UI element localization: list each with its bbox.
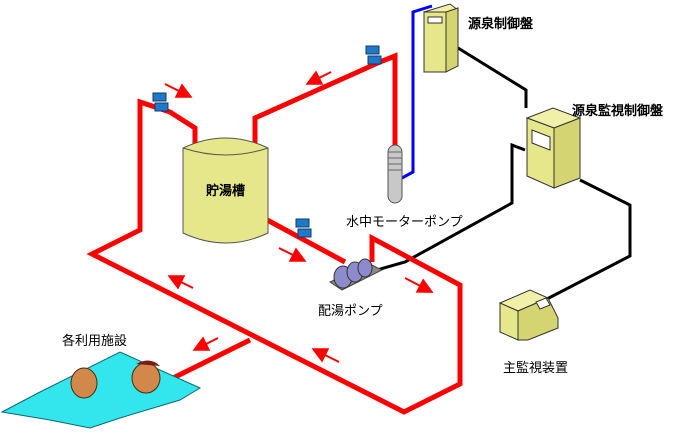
label-source-monitor-panel: 源泉監視制御盤 [572,104,664,119]
pool-with-bathers [0,351,202,429]
label-main-monitor: 主監視装置 [503,361,569,376]
signal-lines [369,46,632,302]
valve-icon [365,45,382,65]
label-source-control-panel: 源泉制御盤 [468,17,534,32]
valve-icon [152,92,169,112]
signal-line-control-to-monitor [457,46,528,108]
label-distribution-pump: 配湯ポンプ [318,304,383,319]
flow-arrow [164,83,193,98]
flow-arrow [311,348,340,363]
pipe-loop-left [86,98,463,415]
storage-tank [182,137,269,244]
pool-icon [0,351,202,429]
flow-arrow [167,275,194,290]
label-submersible-pump: 水中モーターポンプ [346,215,463,230]
flow-arrow [192,336,219,351]
signal-line-monitor-to-main [544,178,632,302]
pipe-to-facilities [163,337,252,385]
submersible-pump-icon [387,144,403,204]
bather-icon [70,367,98,399]
bather-icon [131,362,161,394]
source-control-panel-icon [422,3,460,73]
flow-arrows [164,70,434,363]
flow-arrow [404,277,434,293]
valve-icon [295,218,312,238]
pipe-tank-to-pump [256,212,347,265]
distribution-pump-icon [328,258,384,291]
signal-line-monitor-to-pump [369,142,526,274]
source-monitor-panel-icon [525,107,582,189]
hot-water-pipes [86,52,463,415]
label-storage-tank: 貯湯槽 [206,184,246,199]
pipe-source-to-tank [252,52,398,148]
power-line [401,4,433,180]
flow-arrow [305,70,332,85]
valves [152,45,382,238]
label-facilities: 各利用施設 [62,334,128,349]
main-monitor-icon [498,289,559,341]
flow-arrow [278,247,307,262]
